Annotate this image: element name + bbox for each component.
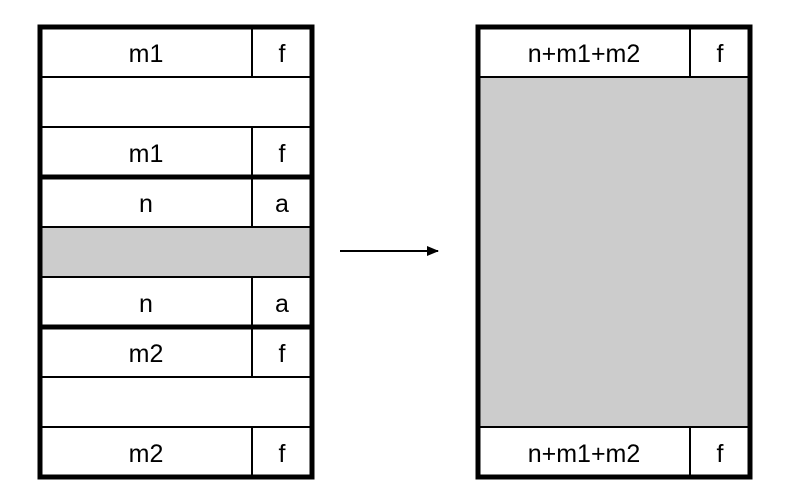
- footer-row: [39, 126, 313, 178]
- footer-size-label: m1: [129, 140, 164, 168]
- header-flag-label: f: [279, 40, 286, 68]
- header-size-label: m2: [129, 340, 164, 368]
- free-block-m2: m2 f m2 f: [39, 326, 313, 478]
- footer-row: [477, 426, 751, 478]
- footer-size-label: n: [139, 290, 153, 318]
- coalesced-payload-shaded: [477, 76, 751, 428]
- header-flag-label: f: [279, 340, 286, 368]
- footer-flag-label: f: [279, 440, 286, 468]
- footer-size-label: n+m1+m2: [528, 440, 641, 468]
- footer-row: [39, 276, 313, 328]
- footer-flag-label: f: [279, 140, 286, 168]
- footer-row: [39, 426, 313, 478]
- header-row: [39, 176, 313, 228]
- free-block-m1: m1 f m1 f: [39, 26, 313, 178]
- header-flag-label: f: [717, 40, 724, 68]
- header-flag-label: a: [275, 190, 289, 218]
- footer-flag-label: f: [717, 440, 724, 468]
- before-coalescing-column: m1 f m1 f n a n a m2 f: [37, 24, 315, 480]
- heap-outline: [37, 24, 315, 480]
- header-row: [39, 26, 313, 78]
- header-size-label: n: [139, 190, 153, 218]
- header-size-label: m1: [129, 40, 164, 68]
- header-row: [39, 326, 313, 378]
- coalesced-block-outline: [475, 24, 753, 480]
- after-coalescing-column: n+m1+m2 f n+m1+m2 f: [475, 24, 753, 480]
- payload-empty: [39, 376, 313, 428]
- allocated-block-n: n a n a: [39, 176, 313, 328]
- footer-flag-label: a: [275, 290, 289, 318]
- footer-size-label: m2: [129, 440, 164, 468]
- payload-shaded: [39, 226, 313, 278]
- header-size-label: n+m1+m2: [528, 40, 641, 68]
- payload-empty: [39, 76, 313, 128]
